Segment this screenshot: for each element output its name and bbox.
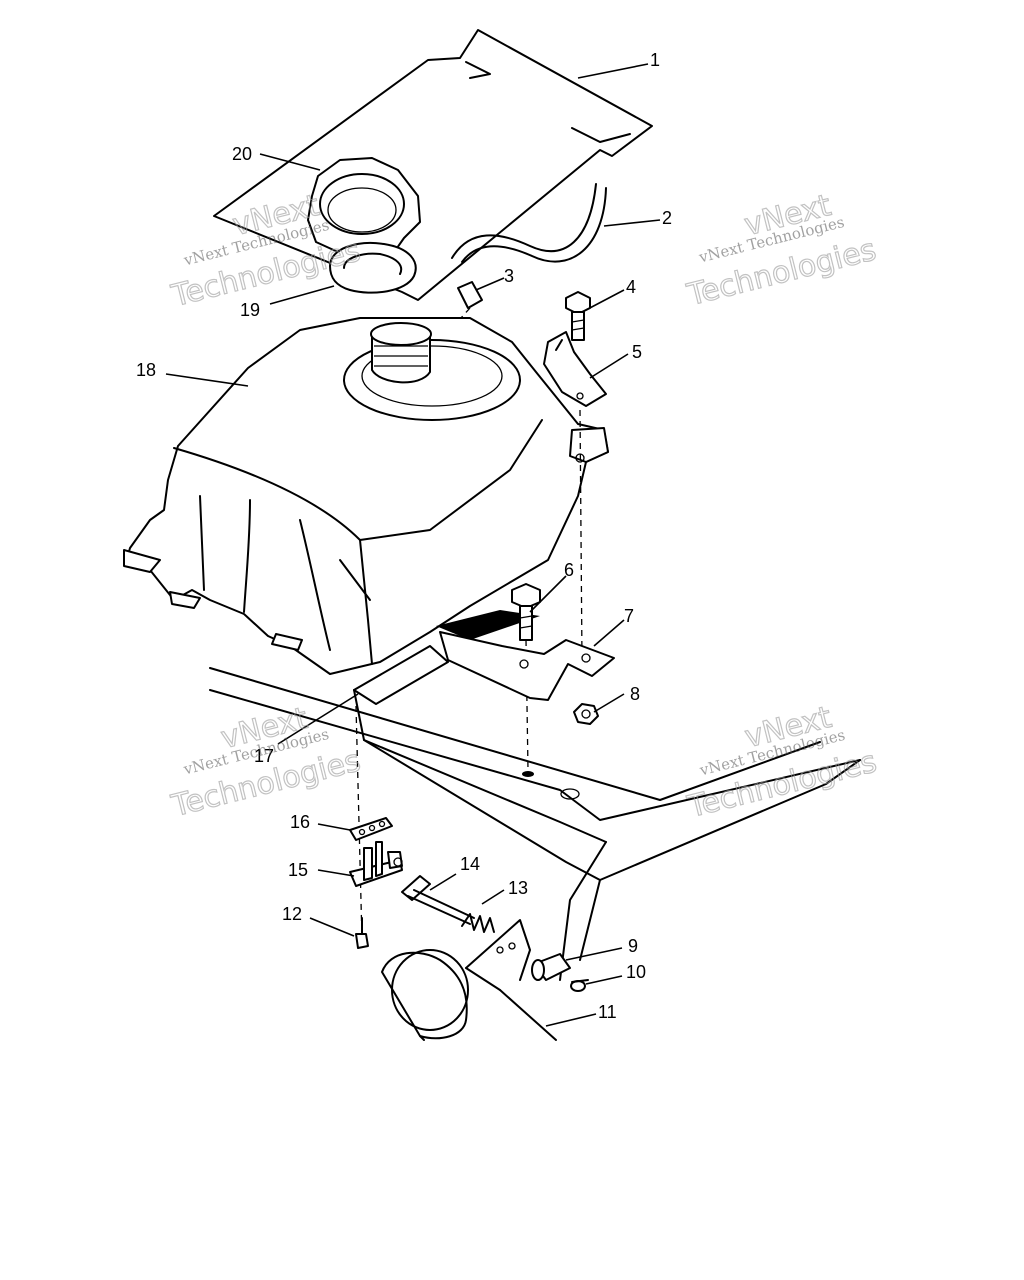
part-screw-valve bbox=[355, 917, 369, 949]
part-fuel-cap bbox=[307, 157, 421, 273]
part-bracket-upper bbox=[543, 331, 607, 407]
callout-6: 6 bbox=[564, 560, 574, 580]
callout-12: 12 bbox=[282, 904, 302, 924]
callout-8: 8 bbox=[630, 684, 640, 704]
part-valve-shaft bbox=[401, 875, 475, 925]
assembly-line-right bbox=[579, 409, 583, 661]
part-knob bbox=[531, 953, 571, 981]
callout-4: 4 bbox=[626, 277, 636, 297]
callout-11: 11 bbox=[598, 1002, 617, 1022]
part-fuel-valve bbox=[349, 841, 403, 887]
callout-7: 7 bbox=[624, 606, 634, 626]
part-cap-gasket bbox=[329, 242, 417, 294]
watermark-bottom-left: vNext vNext Technologies Technologies bbox=[167, 700, 365, 825]
part-valve-plate bbox=[349, 817, 393, 841]
callout-14: 14 bbox=[460, 854, 480, 874]
callout-18: 18 bbox=[136, 360, 156, 380]
part-screw-knob bbox=[570, 979, 589, 992]
callout-9: 9 bbox=[628, 936, 638, 956]
part-mount-arm bbox=[381, 919, 557, 1041]
part-fuel-tank bbox=[123, 317, 609, 675]
part-bolt-lower bbox=[511, 583, 541, 641]
part-tank-pad bbox=[353, 645, 449, 705]
callout-5: 5 bbox=[632, 342, 642, 362]
callout-2: 2 bbox=[662, 208, 672, 228]
assembly-line-left bbox=[355, 705, 363, 941]
part-frame bbox=[209, 667, 861, 981]
callout-10: 10 bbox=[626, 962, 646, 982]
callout-13: 13 bbox=[508, 878, 528, 898]
callout-17: 17 bbox=[254, 746, 274, 766]
callout-15: 15 bbox=[288, 860, 308, 880]
callout-16: 16 bbox=[290, 812, 310, 832]
part-bolt-upper bbox=[565, 291, 591, 341]
callout-labels: 1 2 3 4 5 6 7 8 9 10 11 12 13 14 15 16 1… bbox=[136, 50, 672, 1022]
part-spring bbox=[461, 913, 495, 933]
callout-3: 3 bbox=[504, 266, 514, 286]
part-bracket-lower bbox=[439, 631, 615, 701]
part-nut bbox=[573, 703, 599, 725]
watermark-top-right: vNext vNext Technologies Technologies bbox=[683, 187, 881, 313]
callout-19: 19 bbox=[240, 300, 260, 320]
part-vent-hose bbox=[451, 183, 607, 263]
leader-lines bbox=[165, 63, 661, 1027]
callout-1: 1 bbox=[650, 50, 660, 70]
callout-20: 20 bbox=[232, 144, 252, 164]
